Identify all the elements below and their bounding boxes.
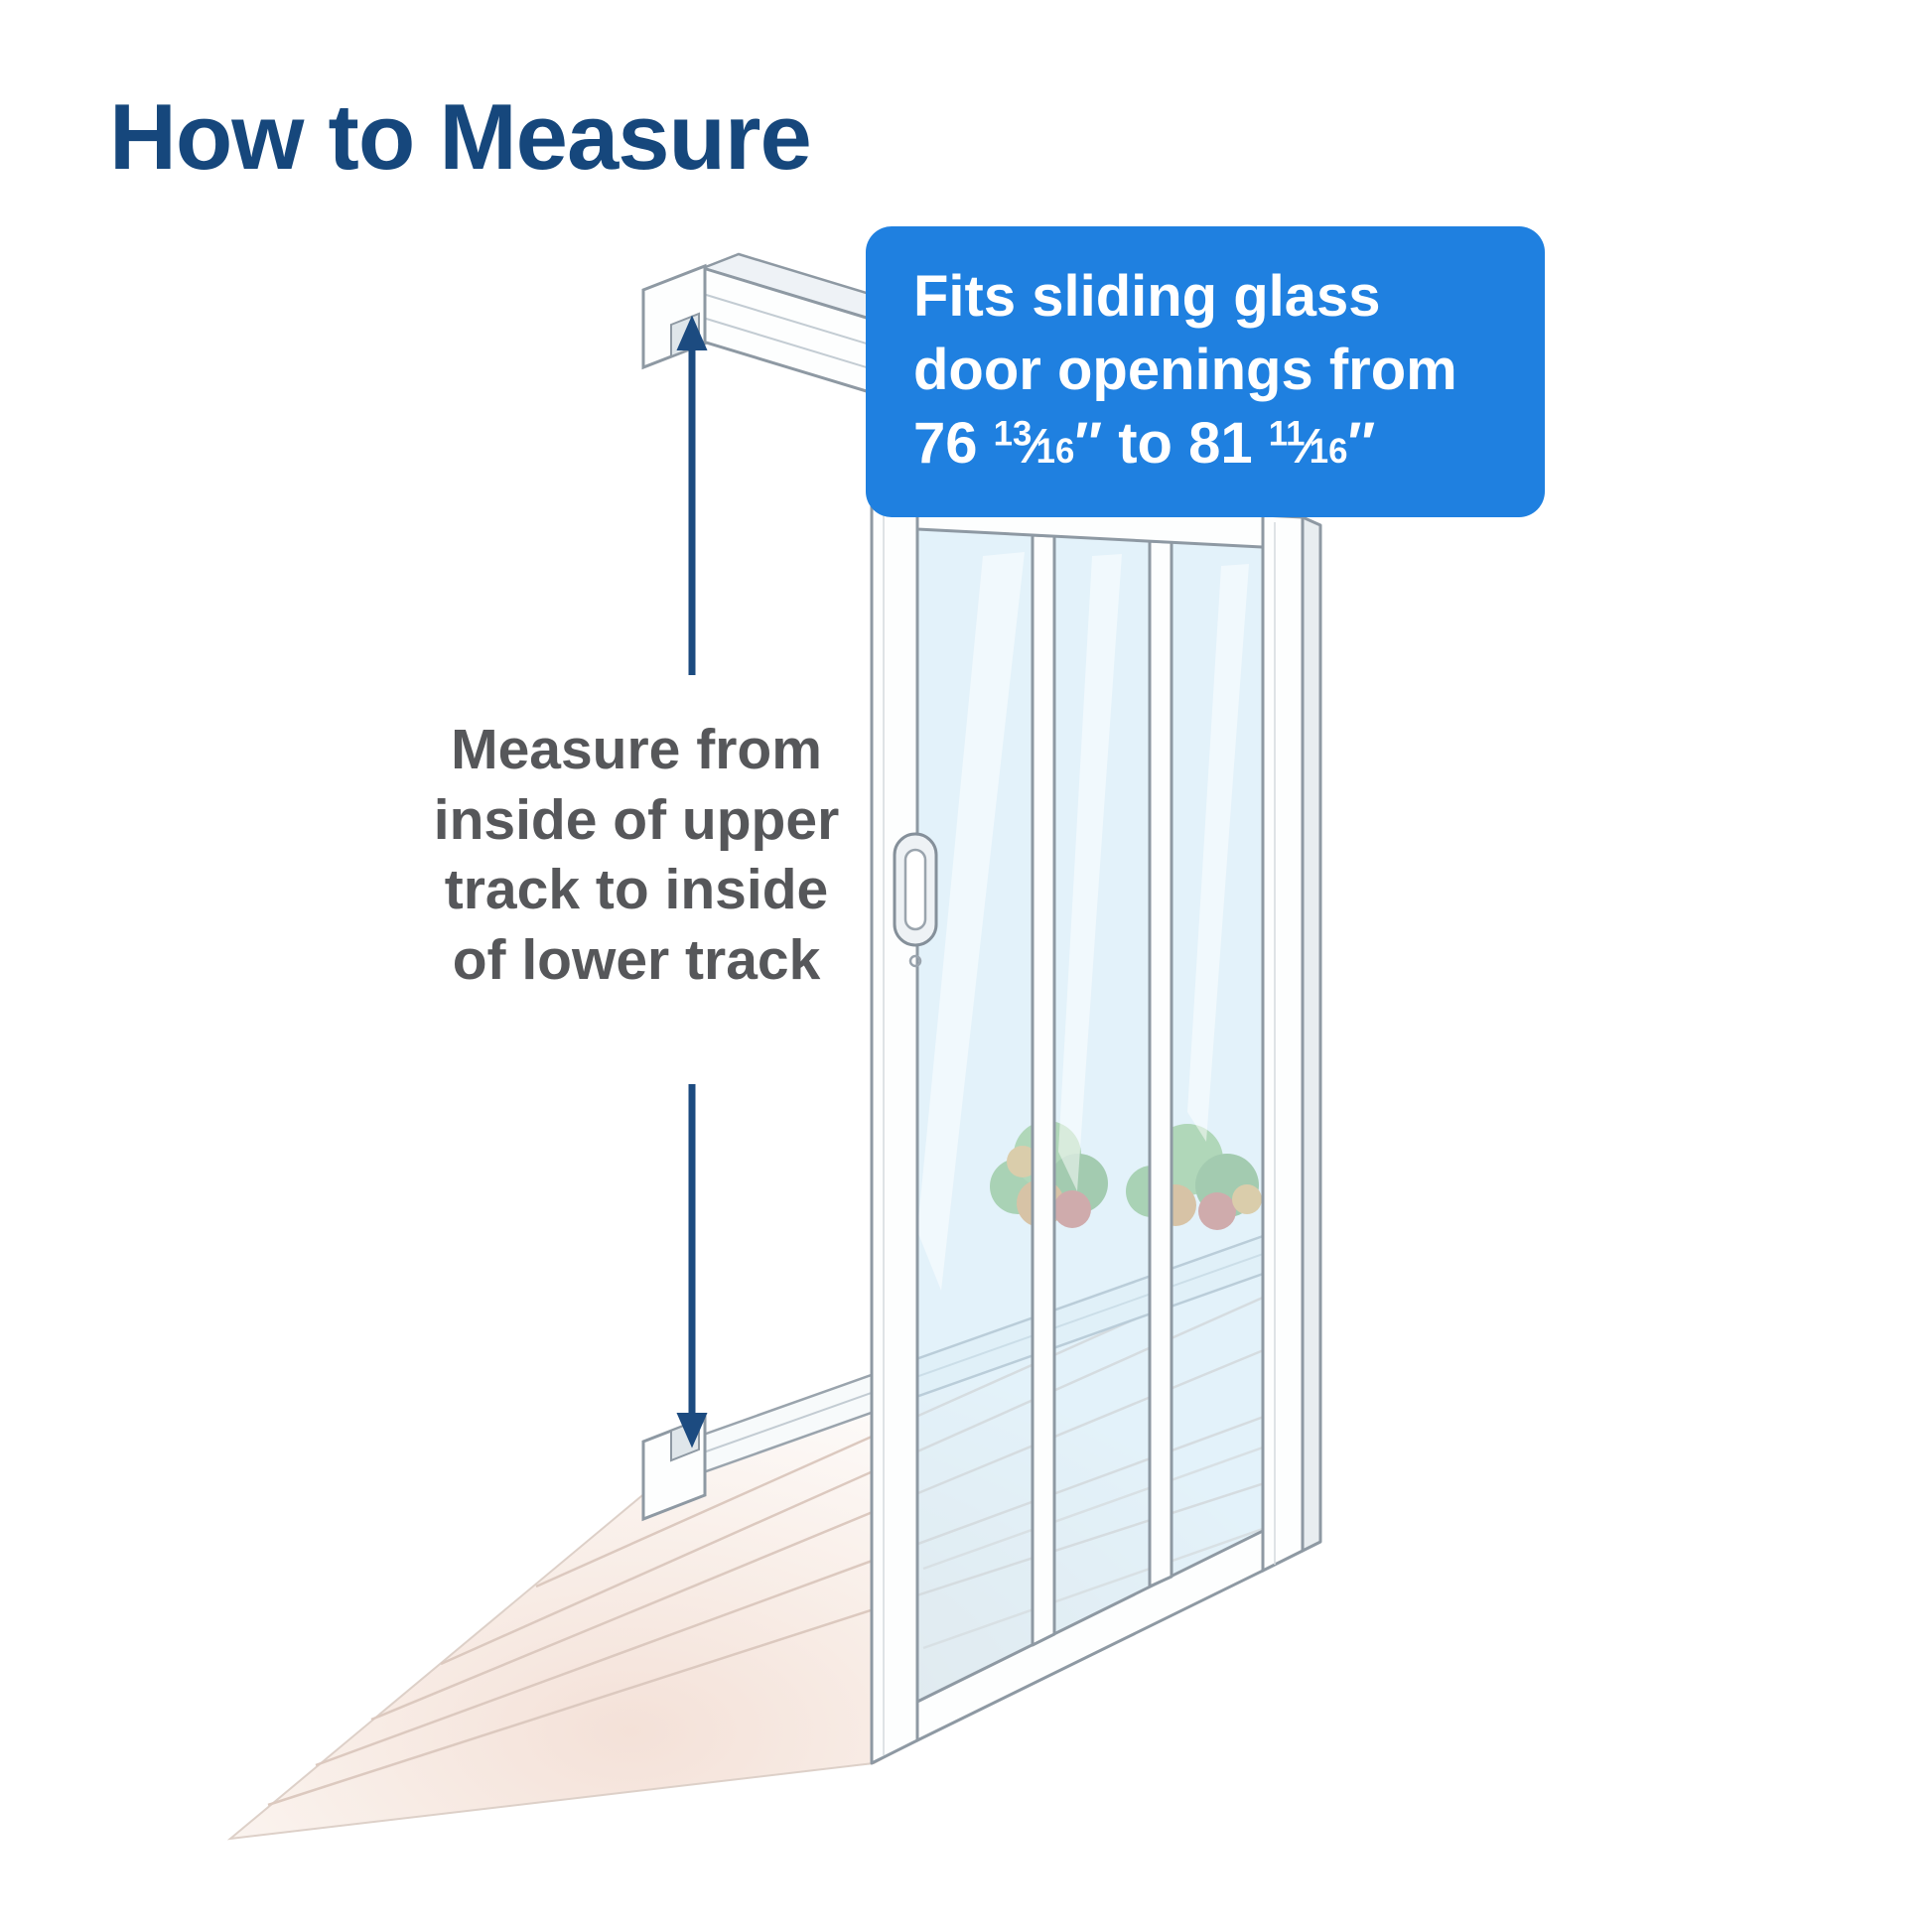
callout-line-1: Fits sliding glass	[913, 264, 1381, 329]
instruction-line-4: of lower track	[452, 928, 821, 993]
fraction-13-16: 13⁄16	[993, 415, 1075, 475]
measure-instruction-text: Measure from inside of upper track to in…	[399, 715, 874, 996]
callout-size-range: 76 13⁄16″ to 81 11⁄16″	[913, 407, 1499, 481]
fit-range-callout: Fits sliding glass door openings from 76…	[866, 226, 1545, 517]
instruction-line-3: track to inside	[444, 858, 829, 922]
door-handle-icon	[893, 832, 938, 968]
instruction-line-1: Measure from	[451, 718, 822, 781]
sliding-glass-door-icon	[870, 493, 1322, 1765]
measurement-arrow-icon	[676, 315, 708, 1449]
page-title: How to Measure	[109, 84, 812, 189]
range-suffix: ″	[1347, 411, 1376, 477]
range-middle: ″ to 81	[1074, 411, 1269, 477]
fraction-11-16: 11⁄16	[1268, 415, 1348, 475]
callout-line-2: door openings from	[913, 338, 1457, 403]
instruction-line-2: inside of upper	[433, 787, 840, 852]
range-prefix: 76	[913, 411, 994, 477]
glass-panels-icon	[917, 529, 1263, 1702]
